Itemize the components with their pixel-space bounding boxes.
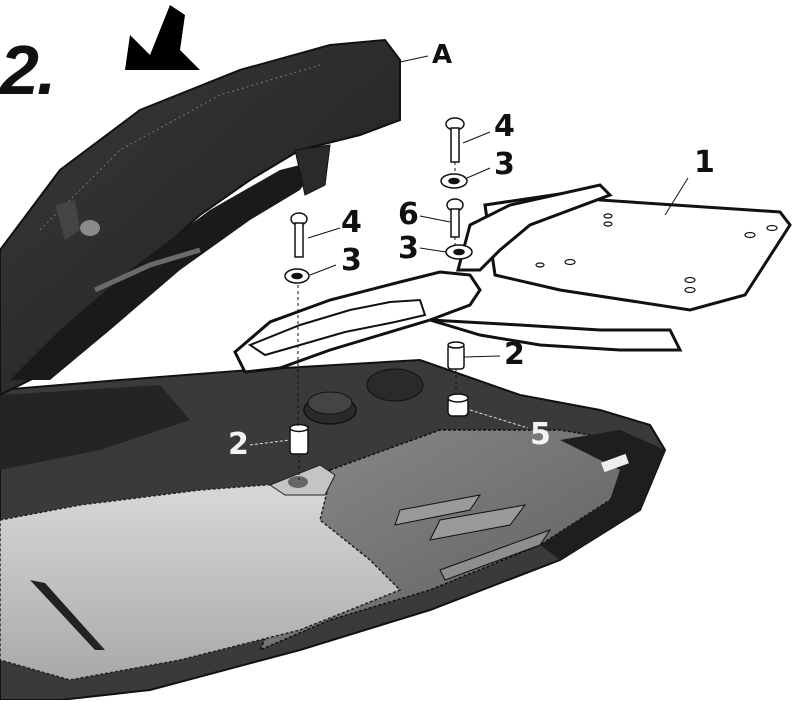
step-number: 2. <box>0 31 56 109</box>
luggage-rack <box>233 183 792 374</box>
down-arrow-icon <box>125 5 200 70</box>
callout-A: A <box>432 40 453 70</box>
callout-2-right: 2 <box>504 337 525 372</box>
leader-lines <box>307 55 689 358</box>
spacer-5 <box>447 393 469 417</box>
bolt-6 <box>446 198 464 238</box>
washer-3-right-upper <box>440 173 468 189</box>
callout-4-left: 4 <box>341 205 362 240</box>
seat <box>0 38 401 397</box>
hardware <box>284 117 473 455</box>
bolt-4-right <box>445 117 465 163</box>
callout-4-right: 4 <box>494 109 515 144</box>
callout-1: 1 <box>694 145 715 180</box>
bolt-4-left <box>290 212 308 258</box>
callout-5: 5 <box>530 417 551 452</box>
reflector-icon <box>601 453 629 473</box>
scooter-body <box>0 358 667 701</box>
callout-2-left: 2 <box>228 427 249 462</box>
alignment-lines <box>297 162 457 480</box>
spacer-2-right <box>447 341 465 370</box>
washer-3-right-lower <box>445 244 473 260</box>
callout-3-right-lower: 3 <box>398 231 419 266</box>
seat-latch <box>80 220 100 236</box>
callout-3-right-upper: 3 <box>494 147 515 182</box>
spacer-2-left <box>289 423 309 455</box>
callout-6: 6 <box>398 197 419 232</box>
washer-3-left <box>284 268 310 284</box>
callout-3-left: 3 <box>341 243 362 278</box>
